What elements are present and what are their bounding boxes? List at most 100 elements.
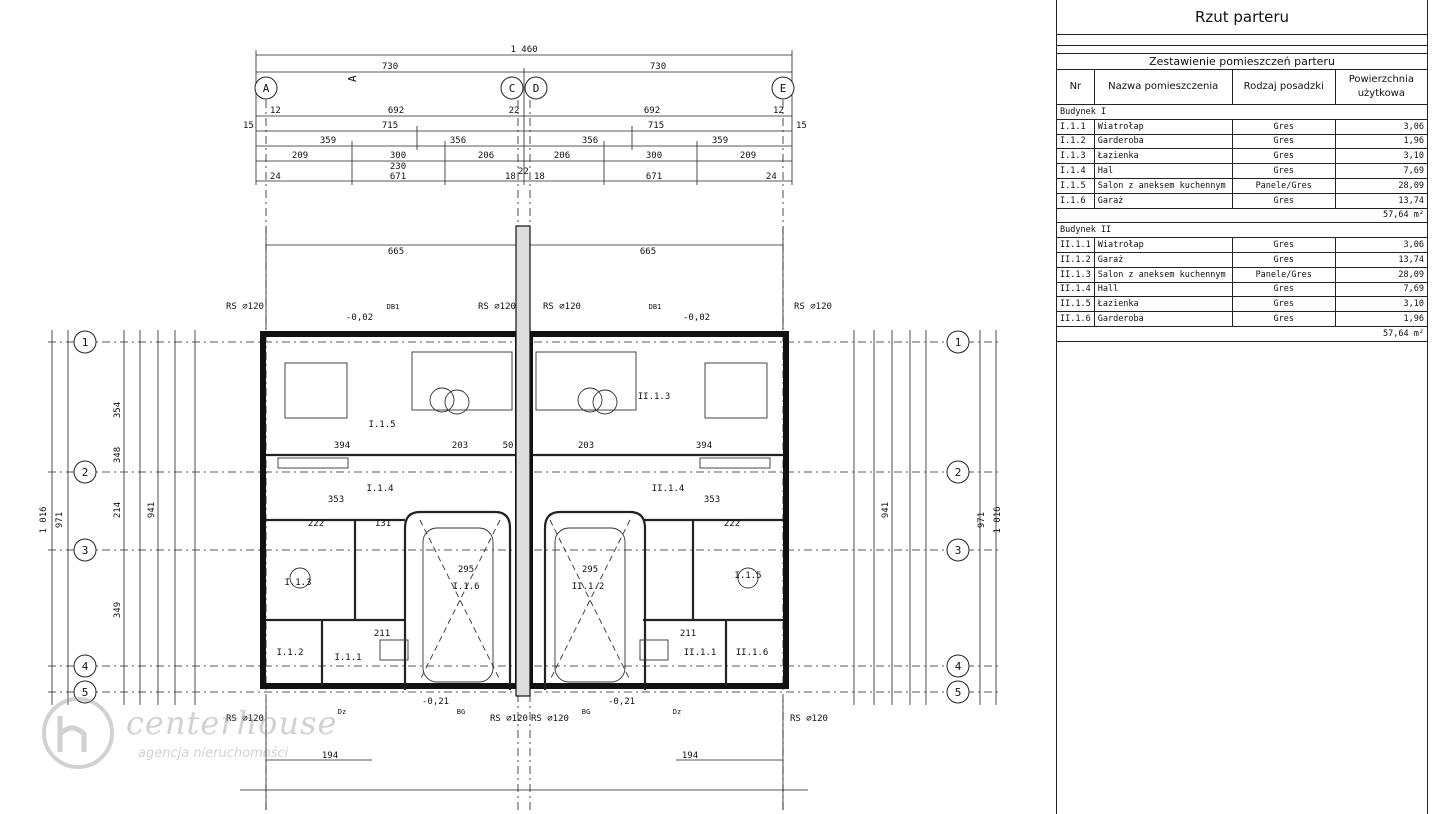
floor-type: Panele/Gres [1232, 267, 1336, 283]
room-area: 28,09 [1335, 178, 1427, 194]
room-area: 1,96 [1335, 311, 1427, 327]
dim-label: 211 [680, 629, 696, 639]
dim-label: 15 [796, 121, 807, 131]
dim-label: 214 [113, 502, 123, 518]
dim-label: 349 [113, 602, 123, 618]
dim-label: 209 [292, 151, 308, 161]
sheet-title: Rzut parteru [1057, 0, 1427, 35]
building-total-row: 57,64 m² [1057, 208, 1427, 224]
door-tag: DB1 [387, 303, 400, 311]
pipe-label: RS ⌀120 [790, 714, 828, 724]
dim-label: 203 [452, 441, 468, 451]
dim-label: 300 [390, 151, 406, 161]
axis-label-5: 5 [82, 686, 89, 699]
dim-label: 230 [390, 162, 406, 172]
room-label: I.1.2 [276, 648, 303, 658]
dim-label: 941 [881, 502, 891, 518]
room-area: 13,74 [1335, 193, 1427, 209]
axis-label-1: 1 [955, 336, 962, 349]
pipe-label: RS ⌀120 [478, 302, 516, 312]
axis-label-1: 1 [82, 336, 89, 349]
level-label: -0,21 [422, 697, 449, 707]
floor-type: Gres [1232, 252, 1336, 268]
axis-label-3: 3 [82, 544, 89, 557]
room-number: I.1.4 [1057, 163, 1095, 179]
pipe-label: RS ⌀120 [543, 302, 581, 312]
dim-label: 194 [682, 751, 698, 761]
room-number: II.1.5 [1057, 296, 1095, 313]
room-name: Wiatrołap [1094, 119, 1233, 135]
axis-label-e: E [780, 82, 787, 95]
column-header-nr: Nr [1057, 70, 1095, 105]
room-area: 3,10 [1335, 296, 1427, 313]
level-label: -0,21 [608, 697, 635, 707]
table-header-row: Nr Nazwa pomieszczenia Rodzaj posadzki P… [1057, 70, 1427, 105]
building-group-row: Budynek I [1057, 104, 1427, 120]
pipe-label: RS ⌀120 [226, 714, 264, 724]
room-number: II.1.2 [1057, 252, 1095, 268]
dim-label: 300 [646, 151, 662, 161]
dim-label: 295 [582, 565, 598, 575]
room-label: I.1.1 [334, 653, 361, 663]
dim-label: 194 [322, 751, 338, 761]
dim-label: 222 [308, 519, 324, 529]
floor-type: Gres [1232, 311, 1336, 327]
schedule-subtitle: Zestawienie pomieszczeń parteru [1057, 54, 1427, 70]
dim-label: 730 [650, 62, 666, 72]
room-area: 3,10 [1335, 148, 1427, 165]
building-total-row: 57,64 m² [1057, 326, 1427, 342]
room-name: Garaż [1094, 193, 1233, 209]
watermark-brand: centerhouse [126, 704, 338, 742]
dim-label: 222 [724, 519, 740, 529]
watermark-subtitle: agencja nieruchomości [138, 746, 289, 761]
room-number: I.1.6 [1057, 193, 1095, 209]
column-header-area-line1: Powierzchnia [1348, 74, 1415, 85]
room-label: I.1.5 [734, 571, 761, 581]
dim-label: 941 [147, 502, 157, 518]
room-area: 7,69 [1335, 282, 1427, 298]
room-number: II.1.3 [1057, 267, 1095, 283]
room-name: Hall [1094, 282, 1233, 298]
room-area: 13,74 [1335, 252, 1427, 268]
pipe-label: RS ⌀120 [531, 714, 569, 724]
axis-label-2: 2 [82, 466, 89, 479]
room-name: Hal [1094, 163, 1233, 179]
dim-label: 715 [648, 121, 664, 131]
room-number: II.1.4 [1057, 282, 1095, 298]
spacer [1057, 46, 1427, 54]
dim-label: 353 [328, 495, 344, 505]
axis-label-4: 4 [82, 660, 89, 673]
dim-label: 12 [270, 106, 281, 116]
room-label: II.1.6 [736, 648, 769, 658]
dim-label: 671 [646, 172, 662, 182]
dim-label: 715 [382, 121, 398, 131]
dim-label: 18 [505, 172, 516, 182]
dim-label: 211 [374, 629, 390, 639]
floor-plan-drawing: 1 460 730 730 12 692 22 692 12 15 715 71… [39, 45, 1003, 810]
floor-type: Gres [1232, 148, 1336, 165]
dim-label: 394 [334, 441, 350, 451]
room-label: I.1.6 [452, 582, 479, 592]
room-name: Garderoba [1094, 134, 1233, 150]
dim-label: 1 016 [39, 506, 49, 533]
door-tag: BG [582, 708, 590, 716]
axis-label-3: 3 [955, 544, 962, 557]
room-label: II.1.4 [652, 484, 685, 494]
room-number: I.1.2 [1057, 134, 1095, 150]
column-header-name: Nazwa pomieszczenia [1094, 70, 1233, 105]
dim-label: 354 [113, 402, 123, 418]
axis-label-2: 2 [955, 466, 962, 479]
pipe-label: RS ⌀120 [490, 714, 528, 724]
floor-type: Gres [1232, 282, 1336, 298]
room-number: I.1.5 [1057, 178, 1095, 194]
dim-label: 665 [640, 247, 656, 257]
room-label: II.1.1 [684, 648, 717, 658]
